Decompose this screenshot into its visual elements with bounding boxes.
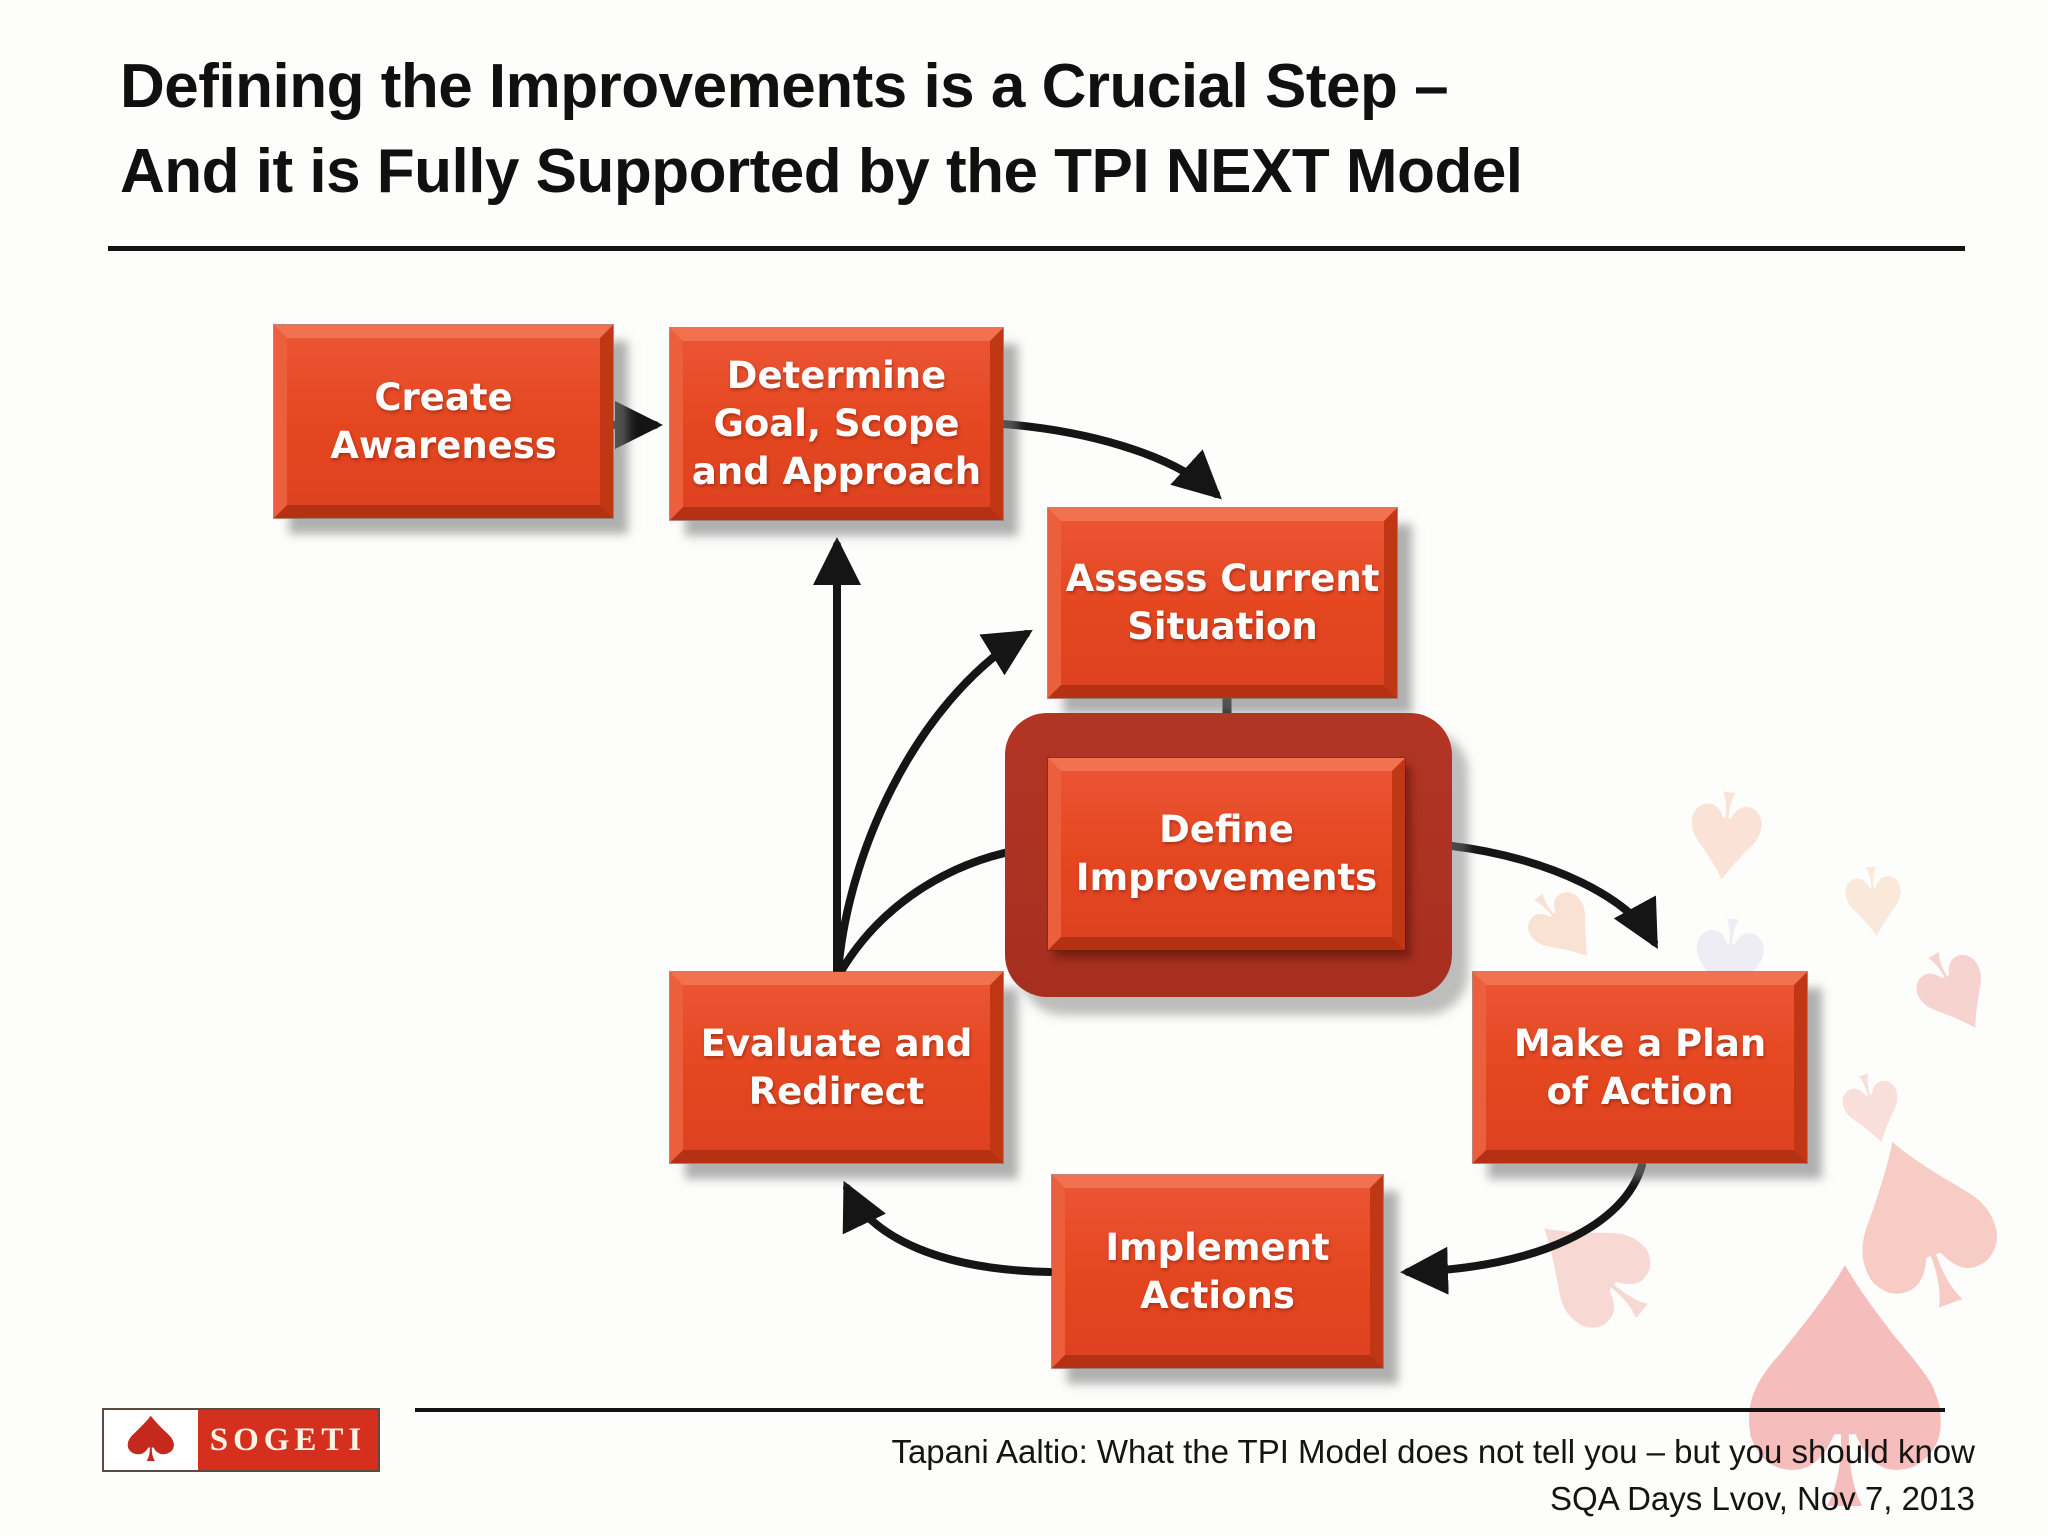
page-title-line1: Defining the Improvements is a Crucial S… [120, 52, 1449, 121]
arrow-evaluate-to-define [836, 844, 1034, 977]
box-label: Make a Plan of Action [1513, 1021, 1767, 1113]
box-label: Define Improvements [1075, 808, 1378, 899]
footer-event-line: SQA Days Lvov, Nov 7, 2013 [1550, 1480, 1975, 1517]
spade-decoration-icon: ♠ [1697, 1200, 1993, 1536]
sogeti-logo-spade-cell: ♠ [104, 1403, 198, 1476]
box-implement-actions: Implement Actions [1052, 1175, 1383, 1368]
box-label: Assess Current Situation [1065, 557, 1380, 648]
highlight-frame-define-improvements: Define Improvements [1005, 713, 1452, 997]
box-label: Implement Actions [1105, 1225, 1330, 1317]
box-label: Create Awareness [330, 375, 557, 467]
arrow-plan-to-implement [1400, 1161, 1646, 1295]
box-create-awareness: Create Awareness [274, 325, 613, 518]
page-title: Defining the Improvements is a Crucial S… [120, 44, 1523, 214]
sogeti-logo-text: SOGETI [209, 1421, 367, 1458]
spade-icon: ♠ [115, 1403, 187, 1476]
footer-divider [415, 1408, 1945, 1412]
box-assess-current-situation: Assess Current Situation [1048, 508, 1397, 698]
box-label: Evaluate and Redirect [700, 1021, 973, 1113]
page-title-line2: And it is Fully Supported by the TPI NEX… [120, 137, 1523, 206]
arrow-determine-to-assess [999, 420, 1222, 500]
arrow-evaluate-to-assess [834, 629, 1033, 978]
box-make-a-plan-of-action: Make a Plan of Action [1473, 972, 1807, 1163]
box-determine-goal-scope-approach: Determine Goal, Scope and Approach [670, 328, 1003, 520]
sogeti-logo-text-cell: SOGETI [198, 1410, 378, 1470]
box-define-improvements: Define Improvements [1048, 758, 1405, 950]
sogeti-logo: ♠ SOGETI [102, 1408, 380, 1472]
arrow-implement-to-evaluate [842, 1180, 1054, 1276]
footer-credit: Tapani Aaltio: What the TPI Model does n… [891, 1428, 1975, 1522]
box-label: Determine Goal, Scope and Approach [691, 354, 982, 493]
arrow-define-to-plan [1448, 842, 1658, 950]
footer-credit-line: Tapani Aaltio: What the TPI Model does n… [891, 1433, 1975, 1470]
title-underline [108, 246, 1965, 251]
box-evaluate-and-redirect: Evaluate and Redirect [670, 972, 1003, 1163]
